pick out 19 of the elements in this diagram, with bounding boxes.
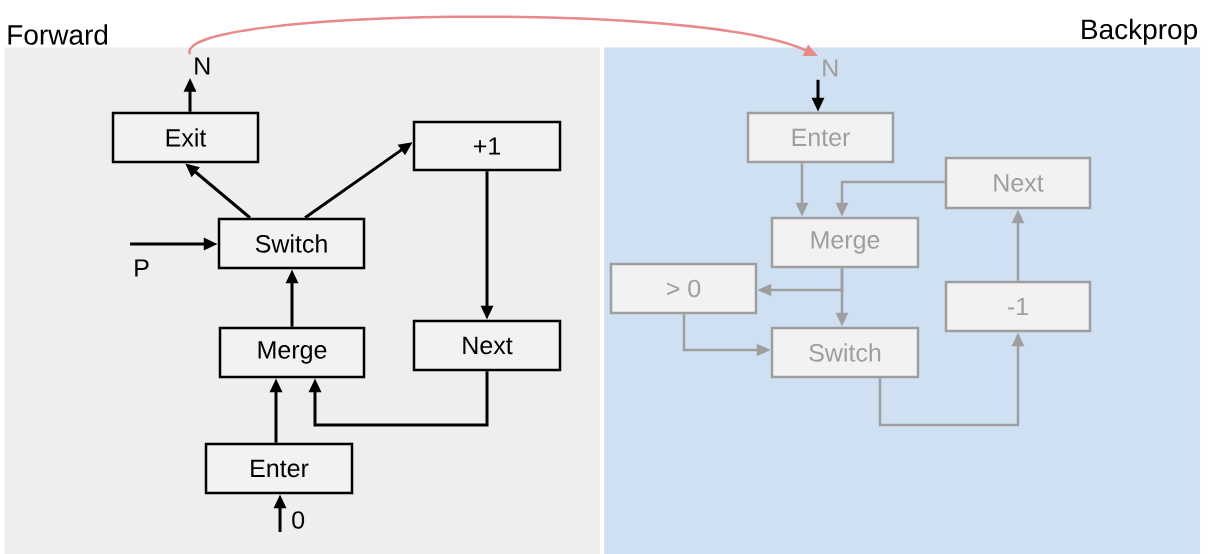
- panel-title: Backprop: [1082, 18, 1197, 45]
- process-box: Enter: [204, 442, 354, 495]
- process-box: Enter: [746, 111, 895, 164]
- panel-title: Forward: [8, 24, 108, 45]
- signal-label: P: [135, 259, 149, 277]
- arrow: [308, 371, 489, 427]
- process-box: -1: [944, 280, 1092, 333]
- process-box: Merge: [770, 216, 920, 269]
- process-box: Next: [412, 319, 562, 372]
- signal-label: 0: [292, 511, 305, 529]
- process-box: > 0: [609, 262, 758, 315]
- process-box: Switch: [217, 217, 366, 270]
- process-box: Exit: [111, 111, 260, 164]
- signal-label: N: [823, 59, 838, 77]
- signal-label: N: [195, 57, 210, 75]
- process-box: Switch: [770, 326, 920, 379]
- process-box: +1: [412, 120, 562, 172]
- process-box: Merge: [218, 326, 366, 379]
- process-box: Next: [944, 156, 1092, 210]
